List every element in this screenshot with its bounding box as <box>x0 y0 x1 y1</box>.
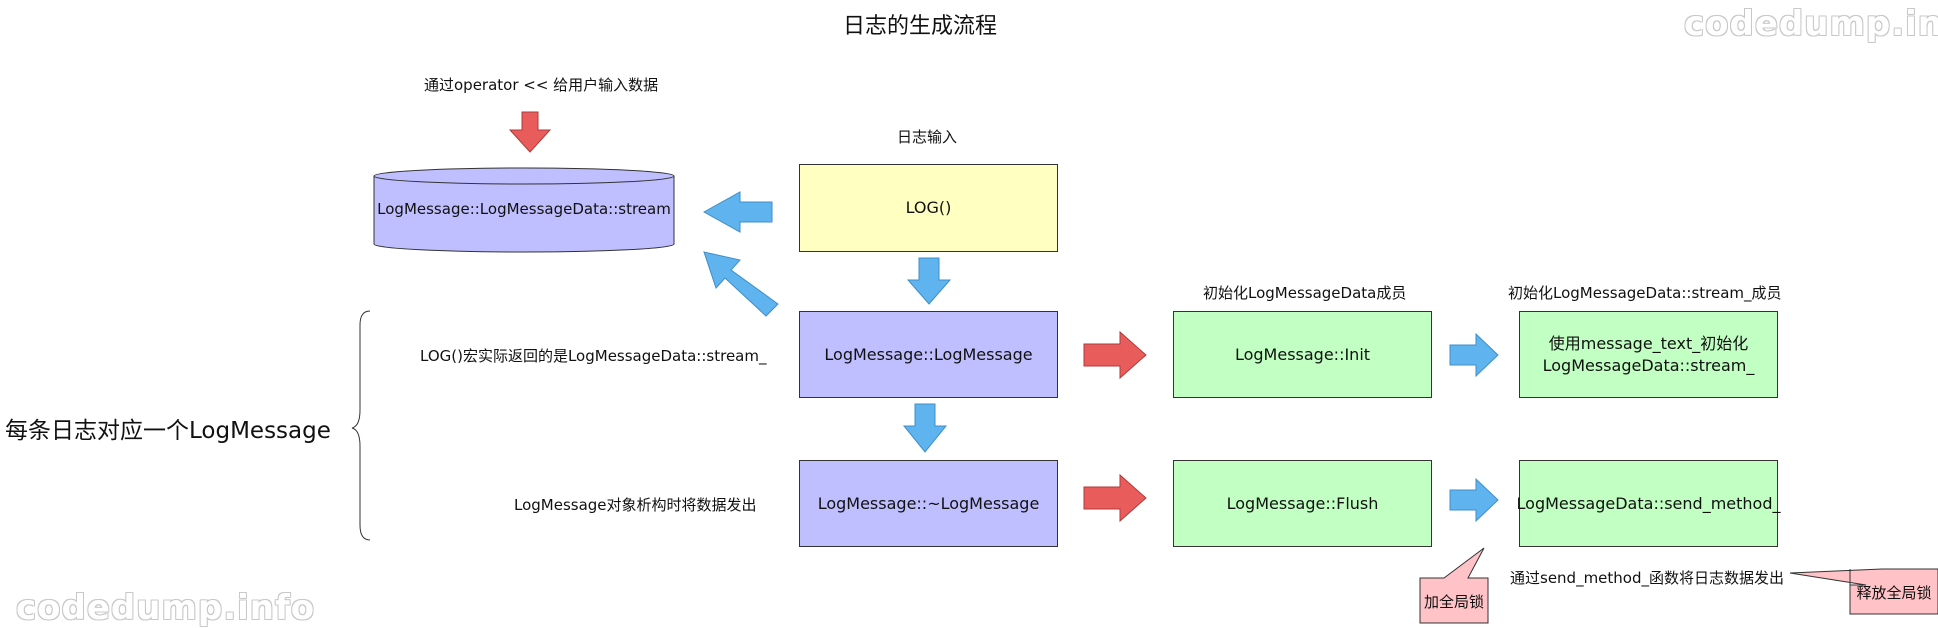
init-box: LogMessage::Init <box>1173 311 1432 398</box>
diagram-title: 日志的生成流程 <box>843 14 998 39</box>
send-note: 通过send_method_函数将日志数据发出 <box>1510 569 1785 587</box>
log-returns-note: LOG()宏实际返回的是LogMessageData::stream_ <box>420 347 767 365</box>
arrow-ctor-to-init <box>1083 330 1147 380</box>
dtor-note: LogMessage对象析构时将数据发出 <box>514 496 757 514</box>
log-macro-box: LOG() <box>799 164 1058 252</box>
curly-brace <box>351 310 371 541</box>
destructor-box: LogMessage::~LogMessage <box>799 460 1058 547</box>
constructor-box: LogMessage::LogMessage <box>799 311 1058 398</box>
lock-callout-shape <box>1419 547 1489 624</box>
flush-box: LogMessage::Flush <box>1173 460 1432 547</box>
lock-callout: 加全局锁 <box>1423 593 1484 611</box>
stream-init-box: 使用message_text_初始化 LogMessageData::strea… <box>1519 311 1778 398</box>
arrow-ctor-to-dtor <box>902 403 948 453</box>
log-input-label: 日志输入 <box>897 128 958 146</box>
watermark-bottom: codedump.info <box>16 588 316 628</box>
send-method-box: LogMessageData::send_method_ <box>1517 460 1780 547</box>
arrow-operator-down <box>508 111 552 153</box>
arrow-log-to-stream <box>702 191 773 233</box>
arrow-init-to-stream-init <box>1449 332 1499 378</box>
stream-cylinder-shape <box>373 167 675 253</box>
unlock-callout-shape <box>1789 568 1938 615</box>
arrow-ctor-to-stream <box>703 251 779 317</box>
watermark-top: codedump.info <box>1684 4 1938 44</box>
init-stream-label: 初始化LogMessageData::stream_成员 <box>1508 284 1782 302</box>
arrow-dtor-to-flush <box>1083 473 1147 523</box>
per-log-note: 每条日志对应一个LogMessage <box>5 418 331 444</box>
operator-note: 通过operator << 给用户输入数据 <box>424 76 659 94</box>
unlock-callout: 释放全局锁 <box>1856 584 1932 602</box>
arrow-flush-to-send <box>1449 477 1499 523</box>
arrow-log-to-ctor <box>906 257 952 305</box>
stream-cylinder: LogMessage::LogMessageData::stream <box>377 200 671 218</box>
init-members-label: 初始化LogMessageData成员 <box>1203 284 1407 302</box>
